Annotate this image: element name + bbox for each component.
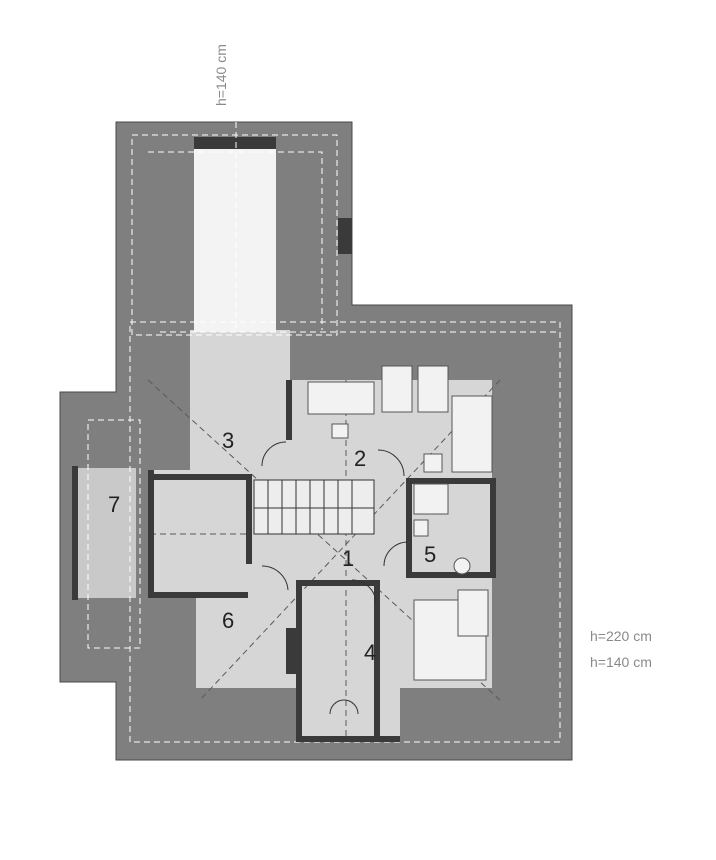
walls (72, 218, 496, 742)
height-note-right-1: h=220 cm (590, 628, 652, 644)
room-label-4: 4 (364, 640, 376, 665)
room-label-5: 5 (424, 542, 436, 567)
room-label-2: 2 (354, 446, 366, 471)
room-label-1: 1 (342, 546, 354, 571)
height-note-right-2: h=140 cm (590, 654, 652, 670)
staircase (253, 479, 375, 535)
door-swings (261, 441, 409, 715)
height-note-top: h=140 cm (213, 44, 229, 106)
furniture (307, 365, 493, 681)
room-label-7: 7 (108, 492, 120, 517)
room-label-3: 3 (222, 428, 234, 453)
interior-floor (78, 137, 492, 740)
room-label-6: 6 (222, 608, 234, 633)
